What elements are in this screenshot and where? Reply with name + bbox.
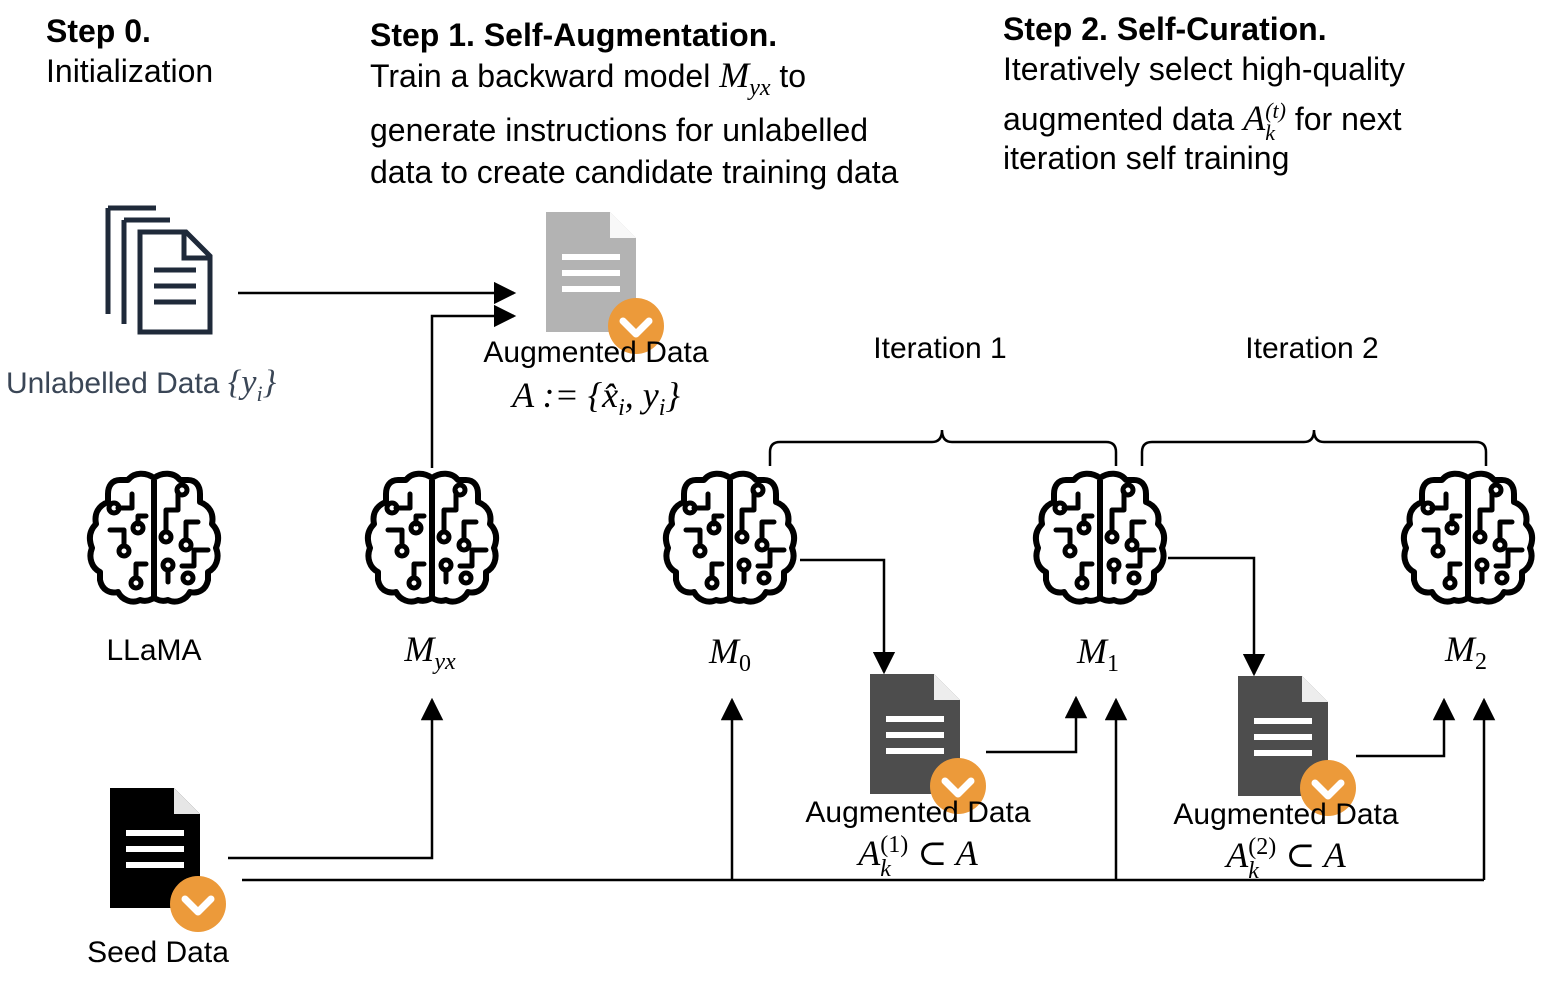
step2-line3: iteration self training — [1003, 140, 1290, 176]
unlabelled-data-label: Unlabelled Data {yi} — [6, 364, 277, 406]
augmented-data-2-label: Augmented Data — [1173, 798, 1399, 831]
step1-title: Step 1. Self-Augmentation. — [370, 17, 778, 53]
brain-circuit-icon — [1036, 474, 1164, 602]
step2-line2: augmented data A(t)k for next — [1003, 97, 1402, 145]
brain-circuit-icon — [1404, 474, 1532, 602]
model-m2-label: M2 — [1445, 629, 1487, 676]
brain-circuit-icon — [90, 474, 218, 602]
augmented-data-set: A := {x̂i, yi} — [512, 375, 680, 422]
model-m1-label: M1 — [1077, 631, 1119, 678]
llama-label: LLaMA — [106, 634, 202, 667]
documents-stack-icon — [105, 205, 213, 335]
step0-text: Initialization — [46, 53, 214, 89]
step1-line1: Train a backward model Myx to — [370, 55, 807, 102]
iteration-1-label: Iteration 1 — [873, 332, 1007, 365]
step0-title: Step 0. — [46, 13, 151, 49]
brain-circuit-icon — [368, 474, 496, 602]
step2-title: Step 2. Self-Curation. — [1003, 11, 1327, 47]
augmented-data-1-set: A(1)k ⊂ A — [858, 831, 978, 882]
step0-block: Step 0. Initialization — [46, 12, 213, 92]
augmented-data-1-label: Augmented Data — [805, 796, 1031, 829]
arrows — [228, 281, 1496, 882]
augmented-data-2-set: A(2)k ⊂ A — [1226, 833, 1346, 884]
checkmark-badge-icon — [170, 876, 226, 932]
model-m0-label: M0 — [709, 631, 751, 678]
augmented-data-label: Augmented Data — [483, 336, 709, 369]
brain-circuit-icon — [666, 474, 794, 602]
step1-line2: generate instructions for unlabelled — [370, 112, 869, 149]
step1-line3: data to create candidate training data — [370, 154, 899, 191]
iteration-2-label: Iteration 2 — [1245, 332, 1379, 365]
model-myx-label: Myx — [404, 629, 456, 676]
step1-block: Step 1. Self-Augmentation. Train a backw… — [370, 16, 898, 193]
seed-data-label: Seed Data — [87, 936, 229, 969]
step2-line1: Iteratively select high-quality — [1003, 51, 1405, 87]
step2-block: Step 2. Self-Curation. Iteratively selec… — [1003, 10, 1405, 179]
iteration-braces — [768, 429, 1488, 466]
